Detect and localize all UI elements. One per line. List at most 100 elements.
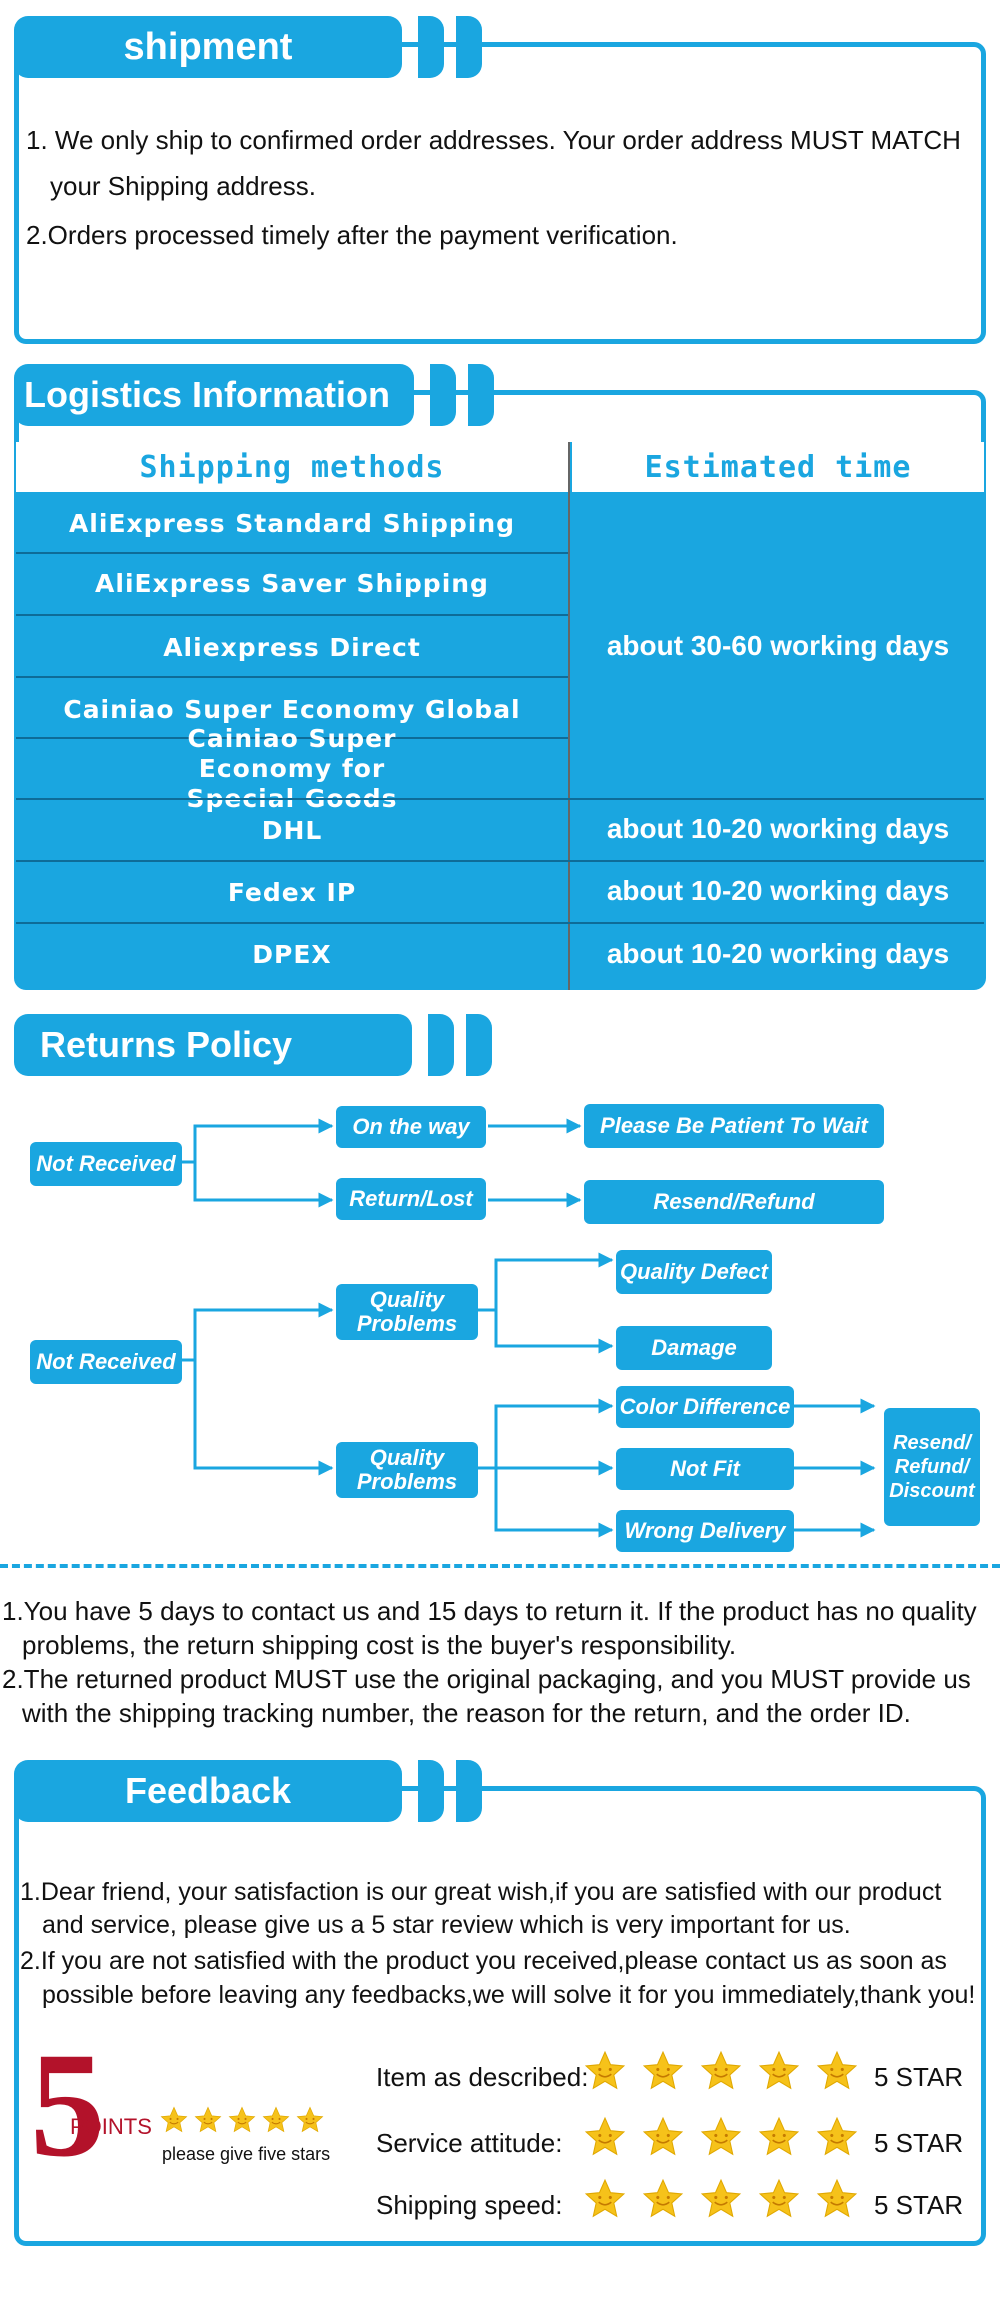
feedback-header: Feedback: [14, 1760, 402, 1822]
star-icon: [194, 2106, 222, 2133]
time-cell: about 10-20 working days: [606, 938, 950, 969]
star-icon: [758, 2178, 800, 2218]
returns-header: Returns Policy: [14, 1014, 412, 1076]
row-divider: [16, 922, 984, 924]
returns-note-2-cont: with the shipping tracking number, the r…: [22, 1698, 911, 1728]
time-cell: about 30-60 working days: [606, 630, 950, 661]
shipment-item-2: 2.Orders processed timely after the paym…: [26, 220, 678, 250]
flow-quality-defect: Quality Defect: [616, 1250, 772, 1294]
method-cell: AliExpress Saver Shipping: [95, 568, 489, 598]
flow-on-the-way: On the way: [336, 1106, 486, 1148]
header-line: [490, 42, 960, 47]
star-icon: [700, 2050, 742, 2090]
header-bar-2: [466, 1014, 492, 1076]
rating-stars-shipping: [584, 2178, 858, 2220]
shipment-item-1-cont: your Shipping address.: [50, 171, 316, 201]
row-divider: [16, 552, 568, 554]
logistics-title: Logistics Information: [24, 374, 391, 415]
badge-number: 5: [30, 2022, 105, 2188]
badge-caption: please give five stars: [162, 2144, 331, 2164]
rating-value-item: 5 STAR: [874, 2062, 964, 2092]
star-icon: [816, 2178, 858, 2218]
dashed-divider: [0, 1564, 1000, 1568]
star-icon: [758, 2116, 800, 2156]
star-icon: [296, 2106, 324, 2133]
badge-word: POINTS: [70, 2114, 152, 2139]
shipment-item-1: 1. We only ship to confirmed order addre…: [26, 125, 961, 155]
rating-value-service: 5 STAR: [874, 2128, 964, 2158]
flow-start-not-received-2: Not Received: [30, 1340, 182, 1384]
star-icon: [642, 2116, 684, 2156]
time-cell: about 10-20 working days: [606, 813, 950, 844]
feedback-item-1: 1.Dear friend, your satisfaction is our …: [20, 1878, 942, 1906]
returns-flowchart-lines: [182, 1118, 876, 1538]
method-cell: Fedex IP: [227, 877, 357, 907]
column-divider: [568, 442, 570, 990]
flow-not-fit: Not Fit: [616, 1448, 794, 1490]
row-divider: [16, 614, 568, 616]
method-cell: Cainiao Super Economy Global: [63, 694, 521, 724]
rating-value-shipping: 5 STAR: [874, 2190, 964, 2220]
star-icon: [816, 2116, 858, 2156]
returns-title: Returns Policy: [40, 1024, 293, 1065]
table-header-time: Estimated time: [572, 442, 984, 492]
method-cell: AliExpress Standard Shipping: [68, 508, 516, 538]
header-bar-1: [430, 364, 456, 426]
method-cell: Cainiao Super Economy for Special Goods: [186, 724, 398, 813]
returns-note-2: 2.The returned product MUST use the orig…: [2, 1664, 971, 1694]
rating-label-service: Service attitude:: [376, 2128, 563, 2158]
flow-resend-refund: Resend/Refund: [584, 1180, 884, 1224]
returns-note-1-cont: problems, the return shipping cost is th…: [22, 1630, 737, 1660]
flow-color-difference: Color Difference: [616, 1386, 794, 1428]
star-icon: [816, 2050, 858, 2090]
table-header-methods: Shipping methods: [16, 442, 568, 492]
star-icon: [584, 2116, 626, 2156]
header-bar-1: [418, 1760, 444, 1822]
flow-final-resend-refund-discount: Resend/ Refund/ Discount: [884, 1408, 980, 1526]
star-icon: [758, 2050, 800, 2090]
header-bar-2: [468, 364, 494, 426]
star-icon: [642, 2178, 684, 2218]
flow-wrong-delivery: Wrong Delivery: [616, 1510, 794, 1552]
row-divider: [16, 737, 568, 739]
feedback-frame: [14, 1786, 986, 2246]
time-cell: about 10-20 working days: [606, 875, 950, 906]
flow-quality-problems-1: Quality Problems: [336, 1284, 478, 1340]
header-line: [500, 390, 960, 395]
feedback-item-1-cont: and service, please give us a 5 star rev…: [42, 1911, 851, 1939]
logistics-table: Shipping methods Estimated time AliExpre…: [16, 442, 984, 990]
star-icon: [584, 2178, 626, 2218]
flow-patient-wait: Please Be Patient To Wait: [584, 1104, 884, 1148]
feedback-item-2-cont: possible before leaving any feedbacks,we…: [42, 1981, 976, 2009]
header-bar-1: [428, 1014, 454, 1076]
star-icon: [584, 2050, 626, 2090]
method-cell: DPEX: [252, 939, 332, 969]
feedback-item-2: 2.If you are not satisfied with the prod…: [20, 1947, 947, 1975]
star-icon: [642, 2050, 684, 2090]
row-divider: [16, 860, 984, 862]
badge-stars: [160, 2106, 324, 2134]
row-divider: [16, 676, 568, 678]
logistics-header: Logistics Information: [14, 364, 414, 426]
method-cell: DHL: [261, 815, 323, 845]
header-bar-1: [418, 16, 444, 78]
flow-start-not-received: Not Received: [30, 1142, 182, 1186]
star-icon: [160, 2106, 188, 2133]
shipment-title: shipment: [123, 25, 293, 68]
rating-stars-item: [584, 2050, 858, 2092]
returns-note-1: 1.You have 5 days to contact us and 15 d…: [2, 1596, 977, 1626]
rating-stars-service: [584, 2116, 858, 2158]
flow-damage: Damage: [616, 1326, 772, 1370]
rating-label-item: Item as described:: [376, 2062, 589, 2092]
shipment-header: shipment: [14, 16, 402, 78]
header-bar-2: [456, 1760, 482, 1822]
star-icon: [700, 2116, 742, 2156]
feedback-title: Feedback: [124, 1770, 292, 1811]
flow-quality-problems-2: Quality Problems: [336, 1442, 478, 1498]
header-line: [490, 1786, 960, 1791]
rating-label-shipping: Shipping speed:: [376, 2190, 563, 2220]
row-divider: [16, 798, 984, 800]
flow-return-lost: Return/Lost: [336, 1178, 486, 1220]
method-cell: Aliexpress Direct: [163, 632, 421, 662]
star-icon: [262, 2106, 290, 2133]
